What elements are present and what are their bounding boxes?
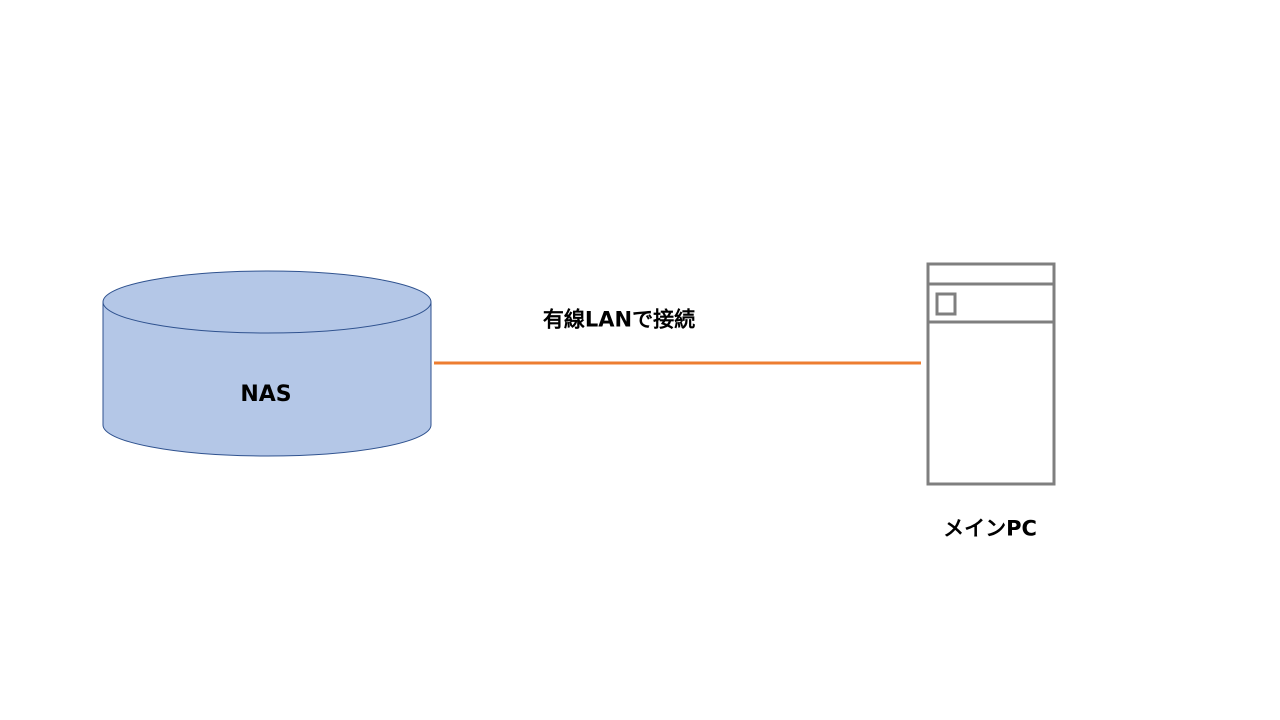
pc-tower-icon <box>926 262 1056 486</box>
nas-cylinder-body <box>102 301 432 457</box>
main-pc-label: メインPC <box>943 516 1037 541</box>
nas-label: NAS <box>240 382 292 407</box>
nas-cylinder <box>102 270 432 457</box>
pc-tower-drive-bay <box>935 292 957 316</box>
connection-label: 有線LANで接続 <box>542 307 696 332</box>
nas-cylinder-top <box>102 270 432 334</box>
